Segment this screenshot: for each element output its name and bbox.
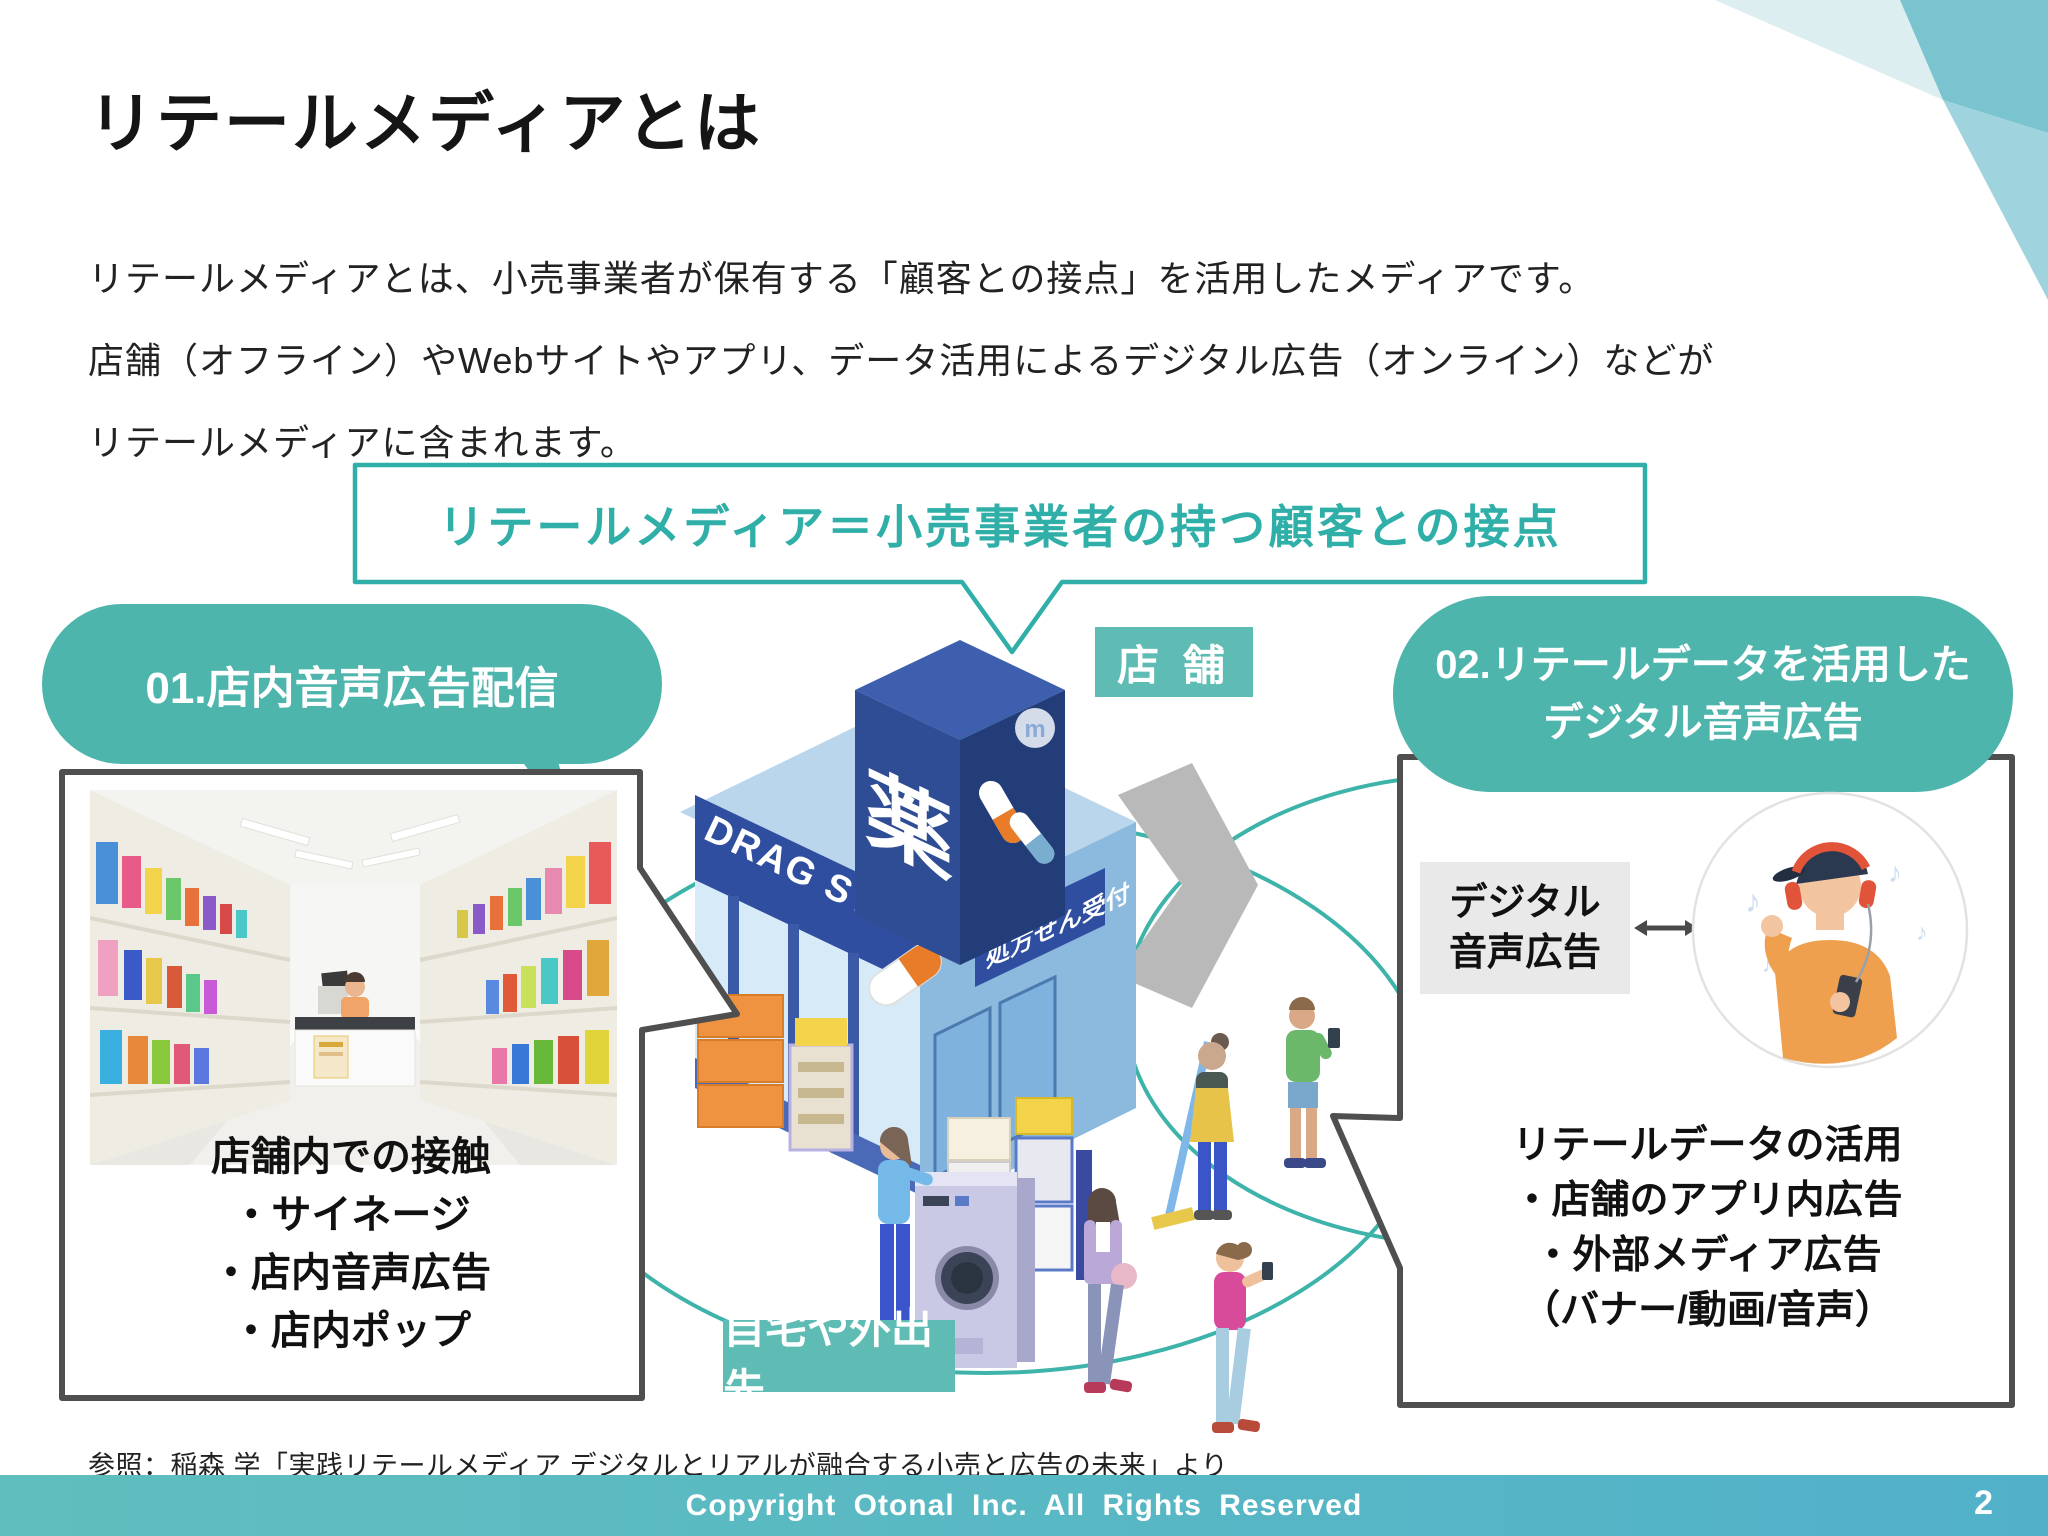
store-tag: 店 舗 <box>1095 627 1253 697</box>
cleaner-person-illustration <box>1151 1033 1234 1230</box>
left-caption-item: ・店内ポップ <box>231 1309 471 1353</box>
man-with-phone-illustration <box>1284 997 1340 1168</box>
right-caption-item: （バナー/動画/音声） <box>1521 1289 1894 1332</box>
page-title: リテールメディアとは <box>88 86 763 160</box>
bubble-retail-data: 02.リテールデータを活用した デジタル音声広告 <box>1393 596 2013 792</box>
left-caption-item: ・店内音声広告 <box>211 1251 491 1295</box>
corner-triangle-light <box>1943 100 2048 300</box>
svg-text:♪: ♪ <box>1888 857 1902 888</box>
corner-triangle-dark <box>1900 0 2048 133</box>
page-number: 2 <box>1974 1484 1993 1522</box>
left-caption-title: 店舗内での接触 <box>211 1135 491 1179</box>
intro-line-2: 店舗（オフライン）やWebサイトやアプリ、データ活用によるデジタル広告（オンライ… <box>88 340 1715 381</box>
walking-woman-pink-illustration <box>1212 1242 1273 1433</box>
walking-woman-purple-illustration <box>1084 1188 1137 1393</box>
bubble-retail-data-line1: 02.リテールデータを活用した <box>1435 643 1971 687</box>
intro-paragraph: リテールメディアとは、小売事業者が保有する「顧客との接点」を活用したメディアです… <box>88 238 1714 484</box>
svg-text:♪: ♪ <box>1745 883 1761 919</box>
right-box-caption: リテールデータの活用 ・店舗のアプリ内広告 ・外部メディア広告 （バナー/動画/… <box>1420 1118 1995 1338</box>
svg-text:♪: ♪ <box>1916 919 1928 945</box>
left-box-caption: 店舗内での接触 ・サイネージ ・店内音声広告 ・店内ポップ <box>81 1128 621 1360</box>
left-shelf-products <box>96 842 247 1084</box>
copyright-text: Copyright Otonal Inc. All Rights Reserve… <box>685 1488 1363 1522</box>
right-shelf-products <box>457 842 611 1084</box>
bubble-retail-data-line2: デジタル音声広告 <box>1543 701 1863 745</box>
digital-audio-ad-label: デジタル 音声広告 <box>1420 862 1630 994</box>
right-caption-title: リテールデータの活用 <box>1512 1124 1903 1167</box>
bubble-instore-audio: 01.店内音声広告配信 <box>42 604 662 764</box>
store-interior-photo <box>90 790 617 1165</box>
left-caption-item: ・サイネージ <box>231 1193 471 1237</box>
footer-bar: Copyright Otonal Inc. All Rights Reserve… <box>0 1475 2048 1536</box>
woman-at-washer-illustration <box>874 1126 933 1343</box>
digital-label-line1: デジタル <box>1449 882 1601 924</box>
intro-line-3: リテールメディアに含まれます。 <box>88 422 637 463</box>
gray-arrow-icon <box>1118 763 1258 1008</box>
corner-triangle-pale <box>1715 0 1943 100</box>
listener-illustration: ♪ ♪ ♪ ♪ <box>1691 791 1969 1069</box>
washing-machine-illustration <box>915 1172 1035 1368</box>
right-caption-item: ・店舗のアプリ内広告 <box>1512 1179 1903 1222</box>
drugstore-illustration: DRAG STORE 処方せん受付 薬 m <box>680 640 1136 1280</box>
corner-decoration <box>1715 0 2048 300</box>
definition-banner: リテールメディア＝小売事業者の持つ顧客との接点 <box>438 500 1562 553</box>
svg-text:♪: ♪ <box>1762 954 1773 977</box>
right-caption-item: ・外部メディア広告 <box>1533 1234 1882 1277</box>
bubble-instore-audio-label: 01.店内音声広告配信 <box>145 664 559 713</box>
digital-label-line2: 音声広告 <box>1448 932 1601 974</box>
intro-line-1: リテールメディアとは、小売事業者が保有する「顧客との接点」を活用したメディアです… <box>88 258 1596 299</box>
double-arrow-icon <box>1634 920 1698 936</box>
svg-text:m: m <box>1024 716 1045 743</box>
home-outside-tag: 自宅や外出先 <box>723 1305 955 1413</box>
banner-frame <box>352 462 1648 655</box>
